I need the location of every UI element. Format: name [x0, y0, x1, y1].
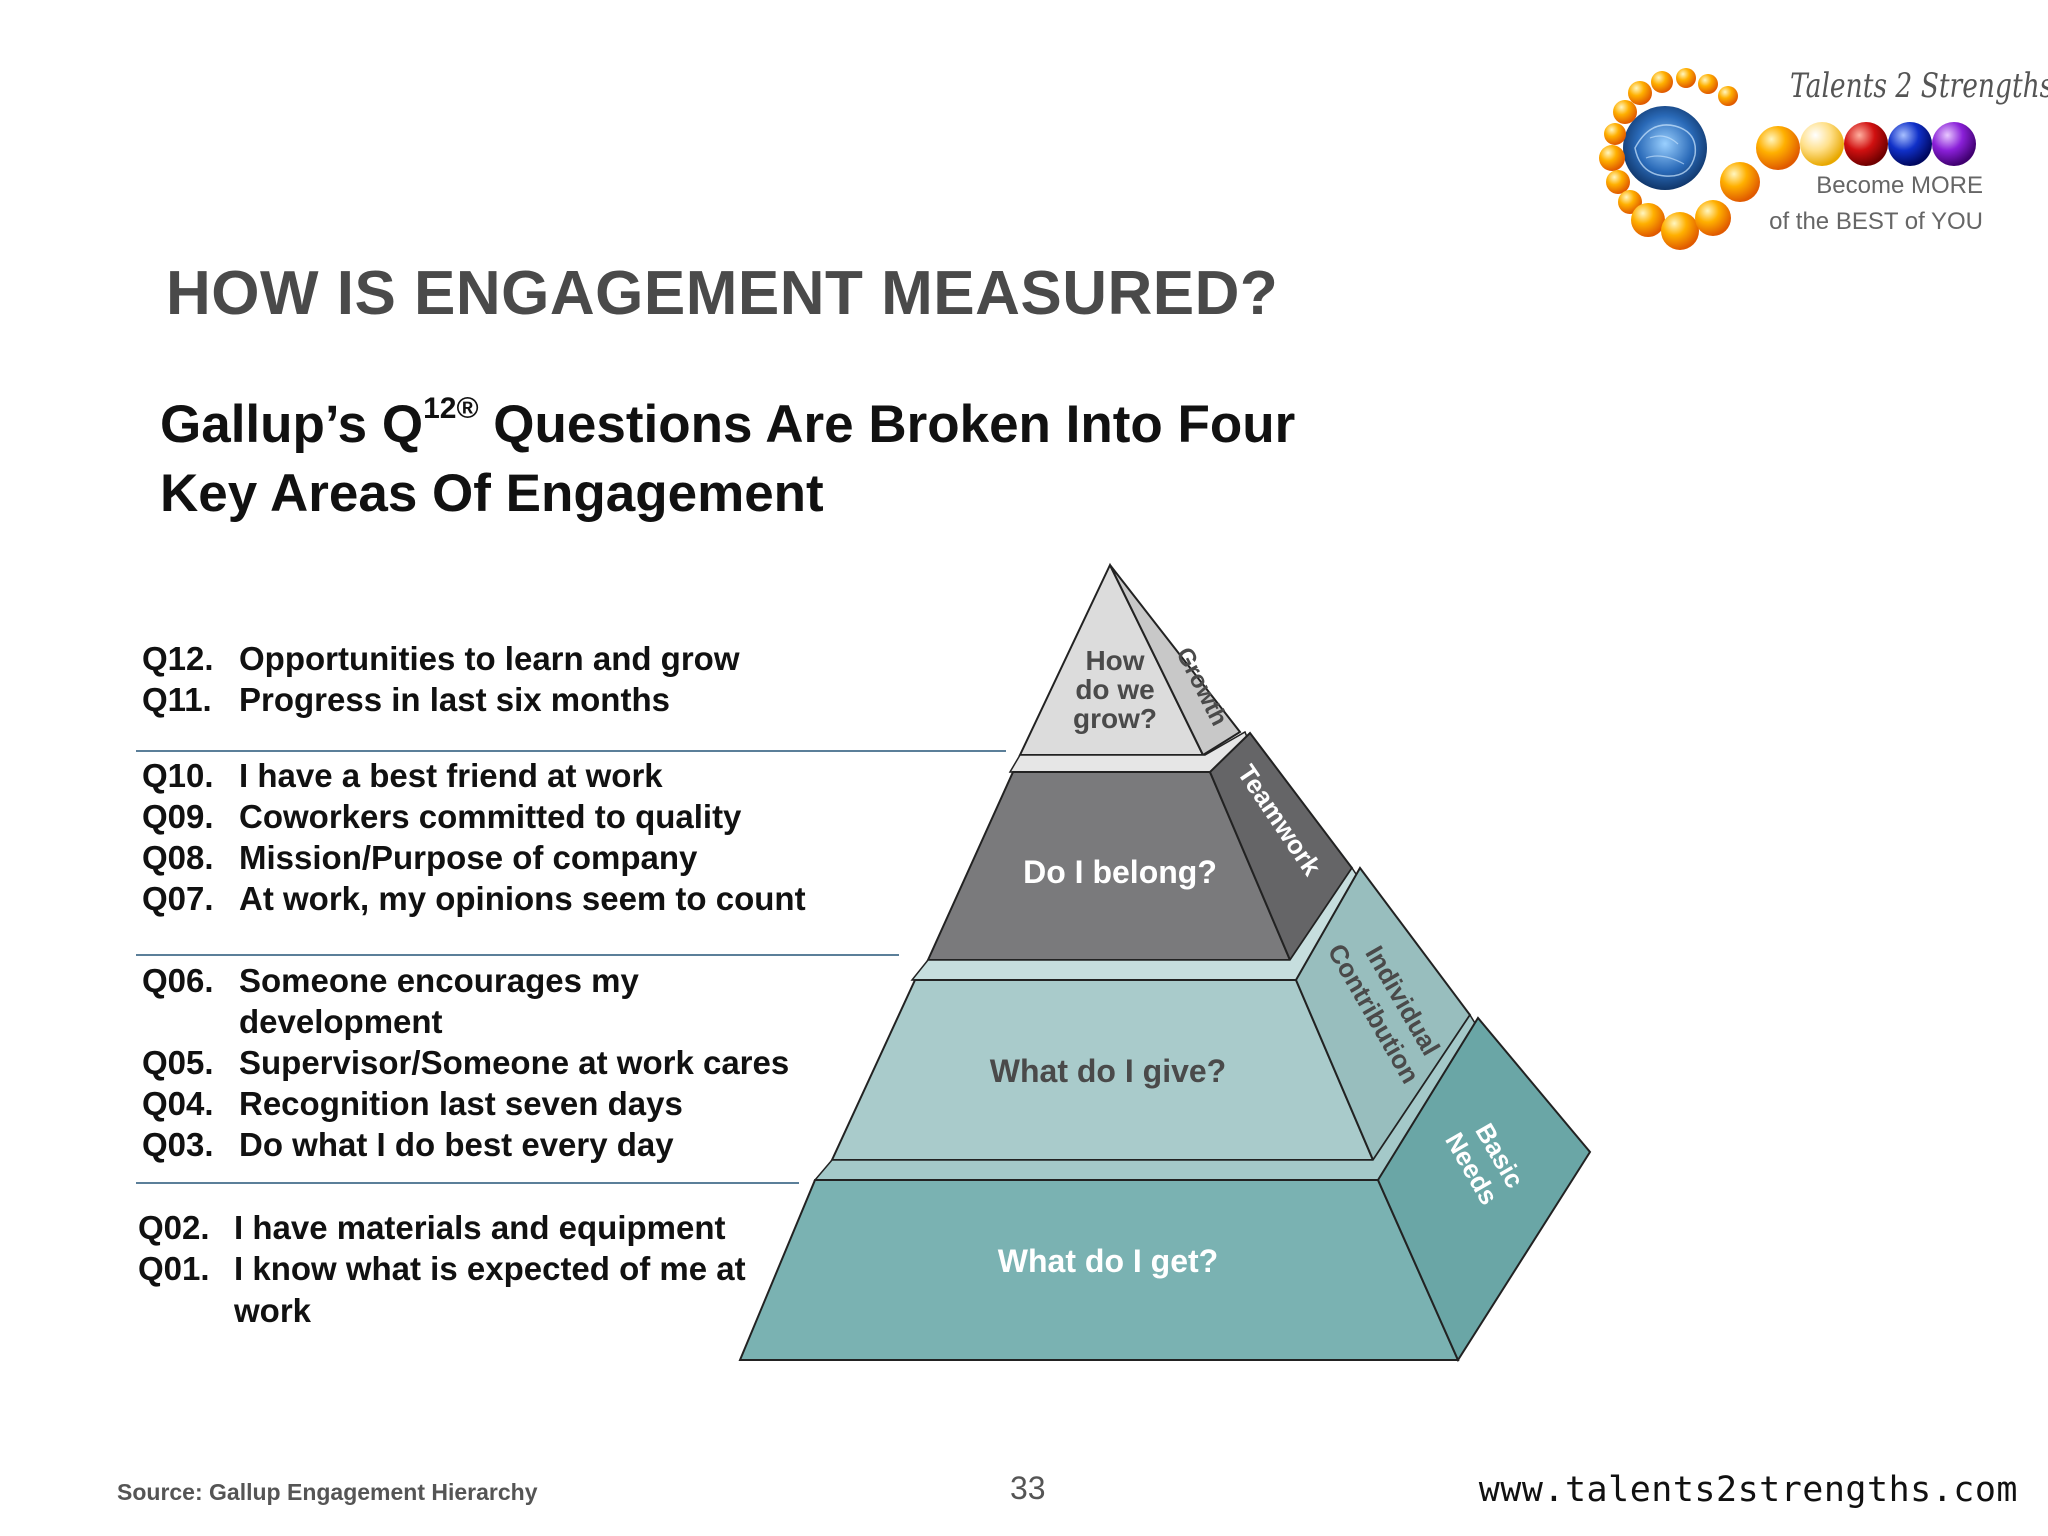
- logo-tagline-1: Become MORE: [1816, 172, 1983, 199]
- pyramid-level-individual-contribution: What do I give? Individual Contribution: [830, 866, 1472, 1163]
- question-code: Q04.: [142, 1085, 214, 1122]
- pyramid-level-growth: How do we grow? Growth: [1018, 562, 1242, 757]
- question-code: Q08.: [142, 839, 214, 876]
- question-text: I have a best friend at work: [239, 757, 663, 794]
- question-code: Q09.: [142, 798, 214, 835]
- subtitle-line1-pre: Gallup’s Q: [160, 395, 424, 454]
- question-code: Q12.: [142, 640, 214, 677]
- orbit-spheres: [1599, 68, 1976, 250]
- pyramid-level-teamwork: Do I belong? Teamwork: [926, 730, 1354, 963]
- question-code: Q06.: [142, 962, 214, 999]
- pyramid-side: [1376, 1016, 1592, 1363]
- question-text-continued: development: [239, 1003, 443, 1040]
- section-divider: [136, 1182, 799, 1184]
- source-note: Source: Gallup Engagement Hierarchy: [117, 1479, 538, 1505]
- question-code: Q05.: [142, 1044, 214, 1081]
- question-text: Mission/Purpose of company: [239, 839, 698, 876]
- pyramid-question-line: How: [1085, 645, 1144, 676]
- pyramid-question-line: What do I get?: [998, 1243, 1218, 1279]
- question-text: Coworkers committed to quality: [239, 798, 742, 835]
- pyramid-question-line: Do I belong?: [1023, 854, 1217, 890]
- slide-title: HOW IS ENGAGEMENT MEASURED?: [166, 259, 1279, 328]
- question-text: Progress in last six months: [239, 681, 670, 718]
- question-code: Q11.: [142, 681, 212, 718]
- pyramid-question-line: grow?: [1073, 703, 1157, 734]
- brain-icon: [1623, 106, 1707, 190]
- question-text: Recognition last seven days: [239, 1085, 683, 1122]
- question-code: Q02.: [138, 1209, 210, 1246]
- question-code: Q10.: [142, 757, 214, 794]
- subtitle-line1-post: Questions Are Broken Into Four: [478, 395, 1296, 454]
- engagement-pyramid: How do we grow? Growth Do I belong? Team…: [738, 562, 1592, 1363]
- section-divider: [136, 954, 899, 956]
- website-url: www.talents2strengths.com: [1478, 1470, 2018, 1510]
- question-text: At work, my opinions seem to count: [239, 880, 806, 917]
- pyramid-level-basic-needs: What do I get? Basic Needs: [738, 1013, 1592, 1363]
- question-text: Do what I do best every day: [239, 1126, 674, 1163]
- question-code: Q01.: [138, 1250, 210, 1287]
- question-text: I have materials and equipment: [234, 1209, 726, 1246]
- pyramid-side: [1109, 564, 1242, 757]
- question-text: Supervisor/Someone at work cares: [239, 1044, 790, 1081]
- question-text-continued: work: [234, 1292, 312, 1329]
- subtitle-line2: Key Areas Of Engagement: [160, 464, 824, 523]
- question-code: Q03.: [142, 1126, 214, 1163]
- question-code: Q07.: [142, 880, 214, 917]
- section-divider: [136, 750, 1006, 752]
- question-text: Opportunities to learn and grow: [239, 640, 740, 677]
- pyramid-question-line: What do I give?: [990, 1053, 1226, 1089]
- pyramid-question-line: do we: [1075, 674, 1154, 705]
- question-text: I know what is expected of me at: [234, 1250, 746, 1287]
- logo-orbit-graphic: [1599, 68, 1976, 250]
- subtitle-superscript: 12®: [423, 392, 479, 425]
- logo-tagline-2: of the BEST of YOU: [1769, 208, 1983, 235]
- slide-subtitle: Gallup’s Q12® Questions Are Broken Into …: [160, 390, 1295, 528]
- page-number: 33: [1010, 1470, 1046, 1506]
- question-text: Someone encourages my: [239, 962, 639, 999]
- logo-wordmark: Talents 2 Strengths: [1790, 66, 2048, 106]
